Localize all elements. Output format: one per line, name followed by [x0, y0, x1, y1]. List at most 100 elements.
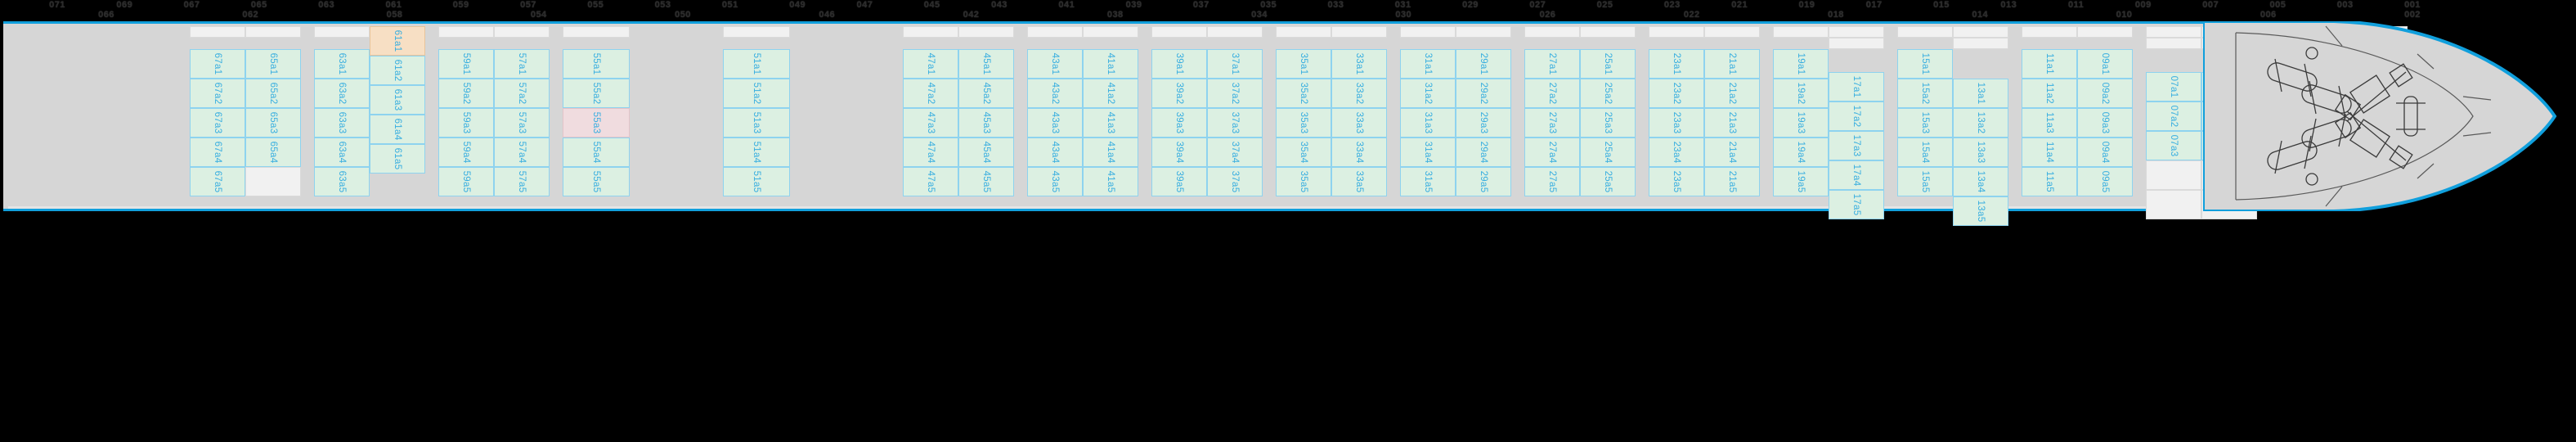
container-slot[interactable]: 43a4: [1027, 138, 1083, 167]
empty-slot[interactable]: [1456, 26, 1511, 38]
container-slot[interactable]: 57a4: [494, 138, 550, 167]
container-slot[interactable]: 51a2: [723, 79, 790, 108]
container-slot[interactable]: 27a1: [1524, 49, 1580, 79]
container-slot[interactable]: 61a4: [370, 115, 425, 144]
container-slot[interactable]: 15a1: [1897, 49, 1953, 79]
empty-slot[interactable]: [1829, 38, 1884, 49]
container-slot[interactable]: 35a5: [1276, 167, 1331, 196]
container-slot[interactable]: 13a4: [1953, 167, 2008, 196]
container-slot[interactable]: 47a1: [903, 49, 958, 79]
container-slot[interactable]: 61a1: [370, 26, 425, 56]
container-slot[interactable]: 31a4: [1400, 138, 1456, 167]
container-slot[interactable]: 09a4: [2077, 138, 2133, 167]
container-slot[interactable]: 11a2: [2022, 79, 2077, 108]
container-slot[interactable]: 11a1: [2022, 49, 2077, 79]
container-slot[interactable]: 33a1: [1331, 49, 1387, 79]
container-slot[interactable]: 37a2: [1207, 79, 1263, 108]
container-slot[interactable]: 43a2: [1027, 79, 1083, 108]
container-slot[interactable]: 37a3: [1207, 108, 1263, 138]
container-slot[interactable]: 61a3: [370, 85, 425, 115]
container-slot[interactable]: 59a4: [438, 138, 494, 167]
empty-slot[interactable]: [2077, 26, 2133, 38]
container-slot[interactable]: 15a5: [1897, 167, 1953, 196]
container-slot[interactable]: 25a2: [1580, 79, 1636, 108]
container-slot[interactable]: 31a1: [1400, 49, 1456, 79]
container-slot[interactable]: 45a2: [958, 79, 1014, 108]
container-slot[interactable]: 23a5: [1649, 167, 1704, 196]
container-slot[interactable]: 59a3: [438, 108, 494, 138]
container-slot[interactable]: 41a5: [1083, 167, 1138, 196]
container-slot[interactable]: 13a1: [1953, 79, 2008, 108]
container-slot[interactable]: 57a5: [494, 167, 550, 196]
container-slot[interactable]: 17a3: [1829, 131, 1884, 160]
container-slot[interactable]: 21a5: [1704, 167, 1760, 196]
container-slot[interactable]: 15a2: [1897, 79, 1953, 108]
empty-slot[interactable]: [1083, 26, 1138, 38]
container-slot[interactable]: 07a1: [2146, 72, 2201, 101]
empty-slot[interactable]: [1649, 26, 1704, 38]
empty-slot[interactable]: [1953, 26, 2008, 38]
container-slot[interactable]: 37a5: [1207, 167, 1263, 196]
container-slot[interactable]: 51a1: [723, 49, 790, 79]
empty-slot[interactable]: [1829, 26, 1884, 38]
empty-slot[interactable]: [1704, 26, 1760, 38]
container-slot[interactable]: 19a4: [1773, 138, 1829, 167]
empty-slot[interactable]: [1580, 26, 1636, 38]
container-slot[interactable]: 67a2: [190, 79, 245, 108]
container-slot[interactable]: 09a3: [2077, 108, 2133, 138]
container-slot[interactable]: 23a2: [1649, 79, 1704, 108]
container-slot[interactable]: 19a3: [1773, 108, 1829, 138]
container-slot[interactable]: 63a2: [314, 79, 370, 108]
empty-slot[interactable]: [2146, 38, 2201, 49]
container-slot[interactable]: 65a2: [245, 79, 301, 108]
container-slot[interactable]: 25a5: [1580, 167, 1636, 196]
empty-slot[interactable]: [1524, 26, 1580, 38]
container-slot[interactable]: 13a2: [1953, 108, 2008, 138]
container-slot[interactable]: 07a2: [2146, 101, 2201, 131]
container-slot[interactable]: 59a2: [438, 79, 494, 108]
empty-slot[interactable]: [494, 26, 550, 38]
container-slot[interactable]: 65a3: [245, 108, 301, 138]
container-slot[interactable]: 29a5: [1456, 167, 1511, 196]
container-slot[interactable]: 11a3: [2022, 108, 2077, 138]
container-slot[interactable]: 17a2: [1829, 101, 1884, 131]
container-slot[interactable]: 45a3: [958, 108, 1014, 138]
empty-slot[interactable]: [1400, 26, 1456, 38]
container-slot[interactable]: 27a5: [1524, 167, 1580, 196]
container-slot[interactable]: 33a5: [1331, 167, 1387, 196]
container-slot[interactable]: 09a5: [2077, 167, 2133, 196]
container-slot[interactable]: 29a3: [1456, 108, 1511, 138]
container-slot[interactable]: 09a2: [2077, 79, 2133, 108]
container-slot[interactable]: 55a2: [563, 79, 630, 108]
container-slot[interactable]: 35a1: [1276, 49, 1331, 79]
container-slot[interactable]: 43a3: [1027, 108, 1083, 138]
container-slot[interactable]: 33a2: [1331, 79, 1387, 108]
container-slot[interactable]: 67a4: [190, 138, 245, 167]
container-slot[interactable]: 41a1: [1083, 49, 1138, 79]
container-slot[interactable]: 47a5: [903, 167, 958, 196]
container-slot[interactable]: 33a4: [1331, 138, 1387, 167]
empty-slot[interactable]: [1027, 26, 1083, 38]
container-slot[interactable]: 47a3: [903, 108, 958, 138]
container-slot[interactable]: 23a4: [1649, 138, 1704, 167]
empty-slot[interactable]: [1773, 26, 1829, 38]
container-slot[interactable]: 61a5: [370, 144, 425, 174]
container-slot[interactable]: 39a4: [1151, 138, 1207, 167]
container-slot[interactable]: 67a5: [190, 167, 245, 196]
container-slot[interactable]: 21a3: [1704, 108, 1760, 138]
container-slot[interactable]: 63a5: [314, 167, 370, 196]
empty-slot[interactable]: [1207, 26, 1263, 38]
